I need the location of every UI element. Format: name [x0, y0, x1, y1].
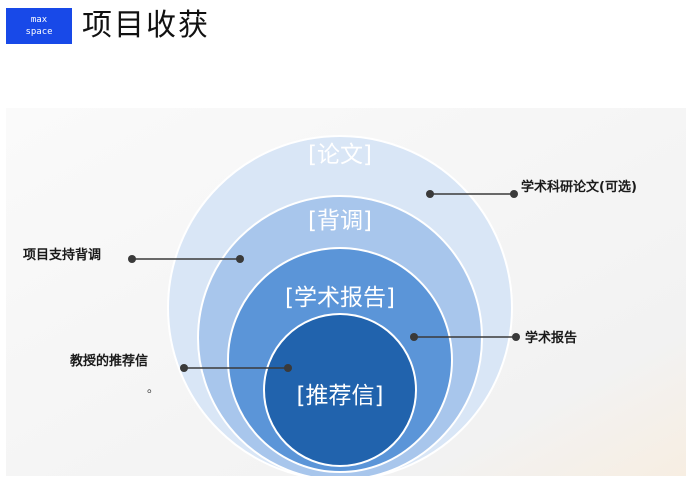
ring-label-background-check: [背调] [308, 208, 372, 234]
callout-academic-report: 学术报告 [525, 330, 577, 346]
callout-dot-paper-end [510, 190, 518, 198]
callout-paper: 学术科研论文(可选) [521, 179, 637, 195]
diagram-panel: [论文] [背调] [学术报告] [推荐信] 学术科研论文(可选) 项目支持背调… [6, 108, 686, 476]
logo-line-1: max [30, 15, 48, 25]
page-title: 项目收获 [82, 8, 210, 43]
ring-label-academic-report: [学术报告] [285, 285, 395, 311]
maxspace-logo: max space [6, 8, 72, 44]
logo-line-2: space [25, 27, 53, 37]
callout-dot-academic-report-end [512, 333, 520, 341]
ring-recommendation [263, 313, 417, 467]
callout-background-check: 项目支持背调 [23, 247, 101, 263]
callout-dot-recommendation [284, 364, 292, 372]
callout-dot-paper [426, 190, 434, 198]
callout-dot-background-check-end [128, 255, 136, 263]
callout-dot-academic-report [410, 333, 418, 341]
callout-recommendation: 教授的推荐信 [69, 353, 148, 369]
callout-dot-recommendation-end [180, 364, 188, 372]
ring-label-paper: [论文] [308, 142, 372, 168]
ring-label-recommendation: [推荐信] [297, 383, 384, 409]
callout-dot-background-check [236, 255, 244, 263]
nested-circles-diagram: [论文] [背调] [学术报告] [推荐信] 学术科研论文(可选) 项目支持背调… [6, 108, 686, 476]
stray-dot: 。 [147, 381, 159, 395]
